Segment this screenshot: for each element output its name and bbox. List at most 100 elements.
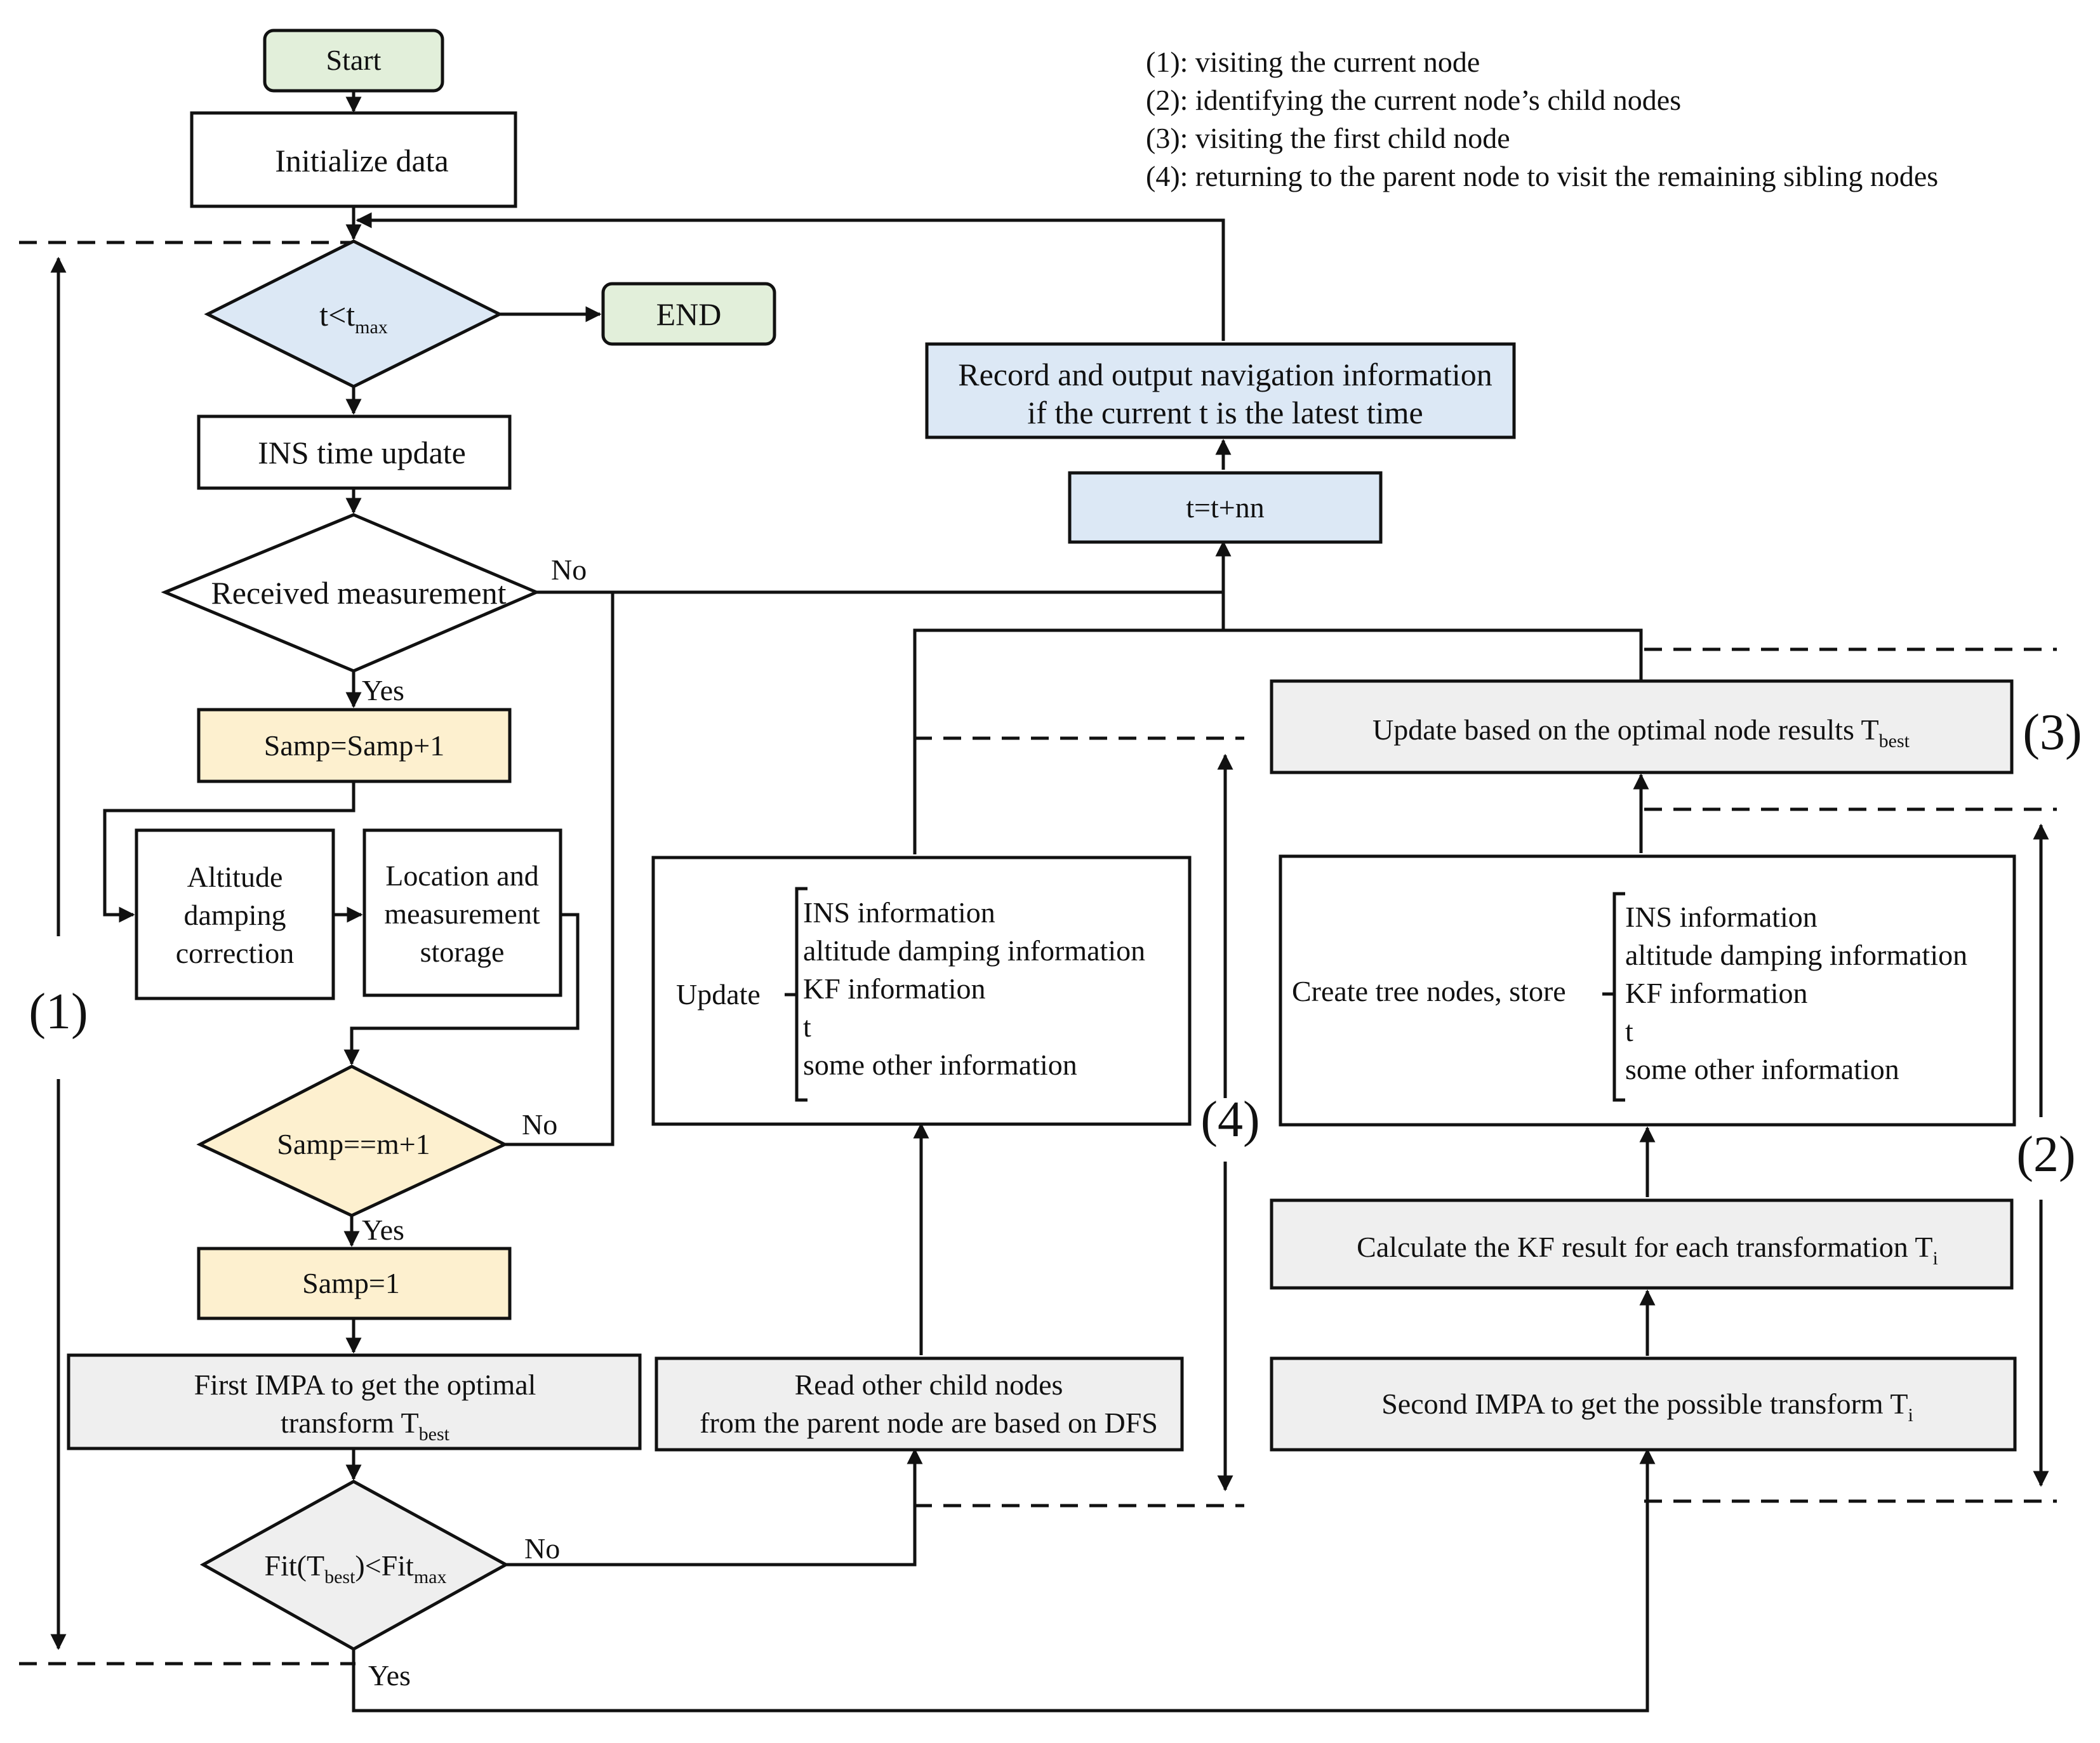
ins-update-label: INS time update: [258, 435, 466, 470]
region4-label: (4): [1200, 1092, 1259, 1148]
ins-update-shape: [197, 414, 512, 490]
altitude-line-2: damping: [184, 899, 286, 931]
cond-meas-label: Received measurement: [211, 575, 506, 611]
end-label: END: [656, 296, 722, 332]
create-tree-item-1: INS information: [1625, 901, 1818, 933]
edge-update-merge: [913, 628, 1643, 854]
cond-samp-shape: [196, 1064, 508, 1217]
samp-yes-label: Yes: [362, 1214, 404, 1246]
record-shape: [925, 342, 1516, 439]
read-other-shape: [655, 1356, 1184, 1452]
second-impa-label: Second IMPA to get the possible transfor…: [1381, 1388, 1913, 1426]
fit-yes-label: Yes: [368, 1659, 411, 1692]
location-line-1: Location and: [385, 859, 538, 892]
edge-fit-yes: [352, 1448, 1656, 1713]
edge-location-cond-samp: [343, 913, 580, 1066]
altitude-line-1: Altitude: [187, 861, 283, 893]
update-item-2: altitude damping information: [803, 934, 1145, 967]
create-tree-item-3: KF information: [1625, 977, 1807, 1009]
t-inc-label: t=t+nn: [1186, 491, 1264, 524]
init-box: Initialize data: [190, 111, 517, 208]
cond-t-shape: [204, 239, 503, 388]
location-box: Location and measurement storage: [362, 828, 562, 997]
first-impa-shape: [67, 1353, 642, 1450]
fit-no-label: No: [524, 1532, 560, 1565]
altitude-box: Altitude damping correction: [135, 828, 335, 1000]
update-item-4: t: [803, 1011, 811, 1043]
calc-kf-box: Calculate the KF result for each transfo…: [1270, 1198, 2014, 1290]
calc-kf-shape: [1270, 1198, 2014, 1290]
read-other-box: Read other child nodes from the parent n…: [655, 1356, 1184, 1452]
edge-fit-no: [506, 1448, 923, 1567]
meas-no-label: No: [551, 553, 587, 586]
region-markers: (1) (4) (3) (2): [29, 256, 2082, 1650]
region-guides: [19, 241, 2057, 1666]
init-shape: [190, 111, 517, 208]
legend-item-4: (4): returning to the parent node to vis…: [1146, 160, 1938, 192]
region3-label: (3): [2023, 705, 2082, 760]
connectors: [103, 91, 1656, 1713]
create-tree-brace: [1602, 892, 1625, 1102]
meas-yes-label: Yes: [362, 674, 404, 706]
cond-t-decision: t<tmax: [204, 239, 503, 388]
update-brace: [785, 887, 807, 1102]
legend-item-1: (1): visiting the current node: [1146, 46, 1480, 78]
create-tree-label: Create tree nodes, store: [1292, 975, 1566, 1007]
record-line-1: Record and output navigation information: [958, 357, 1492, 392]
update-shape: [651, 856, 1192, 1126]
region1-label: (1): [29, 984, 88, 1040]
legend: (1): visiting the current node (2): iden…: [1146, 46, 1938, 192]
create-tree-shape: [1279, 854, 2016, 1127]
samp-inc-label: Samp=Samp+1: [264, 729, 444, 762]
edge-samp-altitude: [103, 781, 356, 923]
cond-t-label: t<tmax: [319, 297, 388, 338]
cond-meas-shape: [161, 513, 541, 673]
read-other-line-2: from the parent node are based on DFS: [700, 1407, 1158, 1439]
samp-inc-box: Samp=Samp+1: [197, 708, 512, 783]
update-label: Update: [676, 978, 761, 1011]
second-impa-shape: [1270, 1356, 2017, 1452]
record-line-2: if the current t is the latest time: [1027, 395, 1423, 430]
location-line-3: storage: [420, 936, 505, 968]
update-item-5: some other information: [803, 1049, 1077, 1081]
cond-samp-label: Samp==m+1: [277, 1128, 430, 1160]
region2-label: (2): [2016, 1127, 2075, 1183]
samp-reset-label: Samp=1: [302, 1267, 400, 1299]
samp-reset-shape: [197, 1247, 512, 1320]
samp-inc-shape: [197, 708, 512, 783]
create-tree-item-5: some other information: [1625, 1053, 1899, 1085]
legend-item-2: (2): identifying the current node’s chil…: [1146, 84, 1681, 116]
update-optimal-shape: [1270, 679, 2014, 774]
altitude-line-3: correction: [176, 937, 294, 969]
first-impa-line-2: transform Tbest: [281, 1407, 450, 1445]
edge-meas-no: [536, 540, 1232, 594]
t-inc-shape: [1068, 471, 1383, 544]
altitude-shape: [135, 828, 335, 1000]
start-terminal: Start: [263, 29, 444, 93]
create-tree-box: Create tree nodes, store INS information…: [1279, 854, 2016, 1127]
update-optimal-box: Update based on the optimal node results…: [1270, 679, 2014, 774]
record-box: Record and output navigation information…: [925, 342, 1516, 439]
calc-kf-label: Calculate the KF result for each transfo…: [1357, 1231, 1938, 1269]
start-label: Start: [326, 44, 382, 76]
edge-samp-no: [505, 592, 615, 1146]
update-item-3: KF information: [803, 972, 985, 1005]
legend-item-3: (3): visiting the first child node: [1146, 122, 1510, 154]
init-label: Initialize data: [275, 143, 448, 178]
edge-record-loopback: [356, 212, 1225, 341]
nodes: Start Initialize data t<tmax END INS tim…: [67, 29, 2017, 1692]
update-item-1: INS information: [803, 896, 995, 929]
cond-fit-label: Fit(Tbest)<Fitmax: [265, 1549, 447, 1587]
ins-update-box: INS time update: [197, 414, 512, 490]
first-impa-line-1: First IMPA to get the optimal: [194, 1369, 536, 1401]
create-tree-item-2: altitude damping information: [1625, 939, 1967, 971]
first-impa-box: First IMPA to get the optimal transform …: [67, 1353, 642, 1450]
cond-fit-shape: [199, 1480, 510, 1651]
create-tree-item-4: t: [1625, 1015, 1633, 1047]
t-inc-box: t=t+nn: [1068, 471, 1383, 544]
cond-samp-decision: Samp==m+1: [196, 1064, 508, 1217]
end-terminal: END: [601, 282, 776, 346]
samp-reset-box: Samp=1: [197, 1247, 512, 1320]
start-shape: [263, 29, 444, 93]
